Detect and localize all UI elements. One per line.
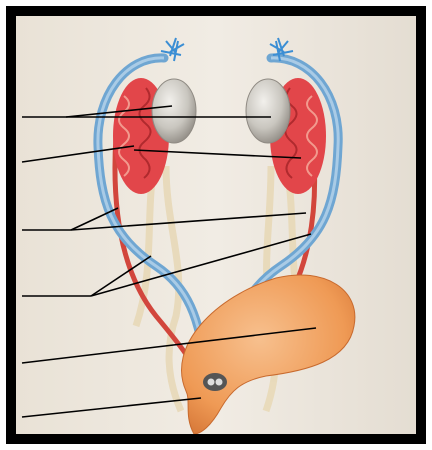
reproductive-anatomy-illustration bbox=[16, 16, 416, 434]
duct-openings bbox=[203, 373, 227, 391]
gonad-left bbox=[152, 79, 196, 143]
figure-frame bbox=[6, 6, 426, 444]
gonad-right bbox=[246, 79, 290, 143]
